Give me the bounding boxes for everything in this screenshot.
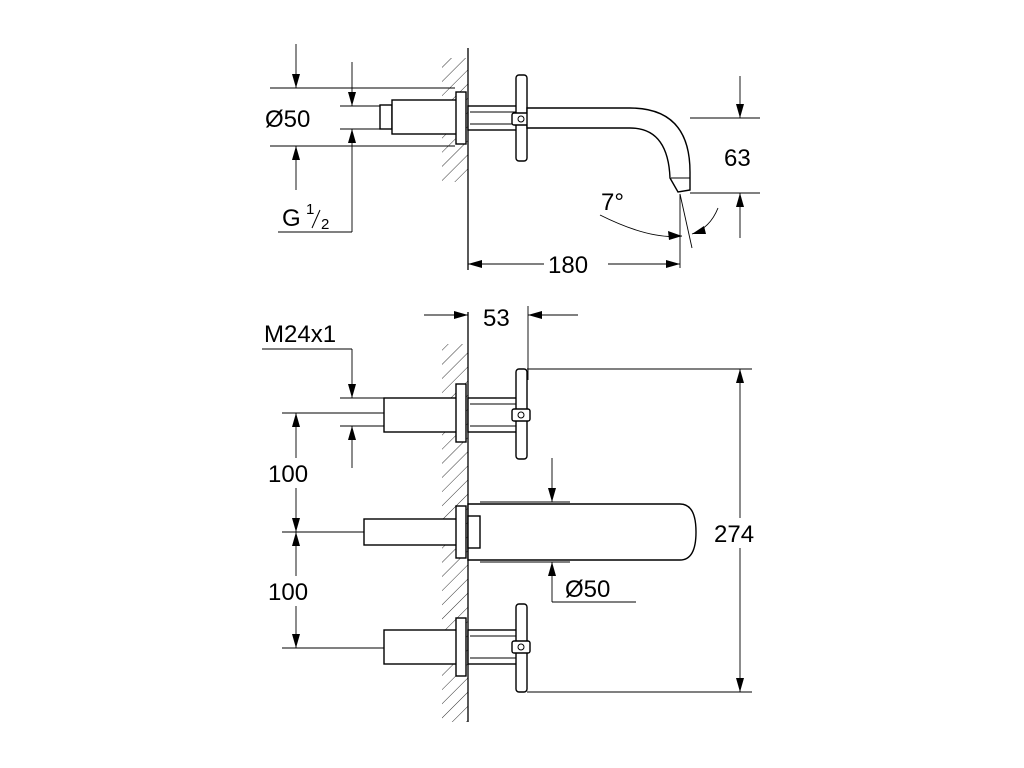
front-thread-dimension: M24x1 (262, 321, 384, 468)
side-thread-dimension: G 1 2 (278, 62, 380, 233)
side-projection-dimension: 180 (468, 248, 680, 279)
side-dia-label: Ø50 (265, 106, 310, 133)
side-view: Ø50 G 1 2 63 (265, 44, 760, 279)
side-angle-label: 7° (601, 189, 624, 216)
front-spacing-upper-label: 100 (268, 461, 308, 488)
front-offset-label: 53 (483, 305, 510, 332)
side-thread-den: 2 (321, 216, 329, 233)
front-thread-label: M24x1 (264, 321, 336, 348)
side-height-dimension: 63 (690, 76, 760, 238)
side-spout (526, 107, 691, 193)
front-spout-dia-label: Ø50 (565, 576, 610, 603)
front-offset-dimension: 53 (424, 305, 578, 380)
front-view: 53 M24x1 (262, 305, 770, 722)
side-concealed-body (379, 91, 467, 145)
side-projection-label: 180 (548, 252, 588, 279)
front-spacing-lower-label: 100 (268, 579, 308, 606)
front-upper-valve (383, 368, 531, 460)
front-spout (363, 503, 697, 561)
side-angle-dimension: 7° (599, 189, 719, 268)
front-spout-dia-dimension: Ø50 (480, 458, 636, 603)
side-dia-dimension: Ø50 (265, 44, 455, 190)
side-wall (442, 48, 469, 270)
front-total-height-label: 274 (714, 521, 754, 548)
side-height-label: 63 (724, 145, 751, 172)
side-handle (467, 74, 531, 162)
front-spacing-dimension: 100 100 (266, 412, 384, 649)
front-total-height-dimension: 274 (527, 368, 770, 693)
side-thread-num: 1 (306, 201, 314, 218)
front-lower-valve (383, 603, 531, 693)
side-thread-main: G (282, 205, 301, 232)
